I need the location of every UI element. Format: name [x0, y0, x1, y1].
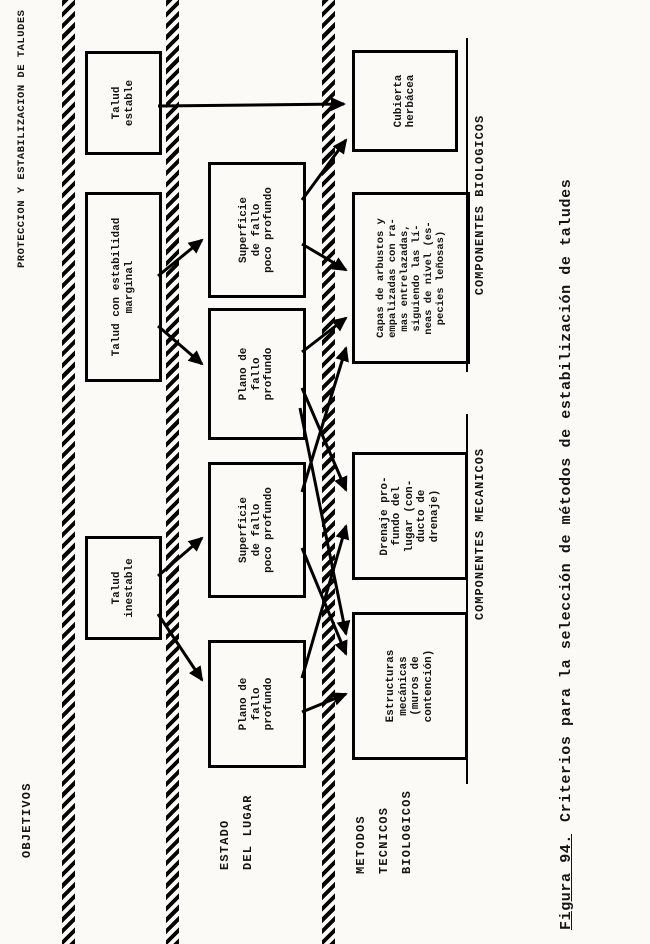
arrow-plano-1-to-drenaje	[300, 387, 348, 492]
arrow-plano-2-to-estructuras	[301, 692, 348, 714]
arrow-plano-1-to-capas	[301, 316, 348, 354]
arrow-superficie-2-to-capas	[300, 346, 349, 493]
arrow-plano-2-to-drenaje	[300, 524, 350, 679]
arrow-talud-estable-to-cubierta	[157, 97, 346, 112]
arrow-superficie-1-to-cubierta	[300, 138, 348, 201]
arrow-marginal-to-superficie-1	[157, 238, 204, 278]
caption-text: Criterios para la selección de métodos d…	[558, 178, 575, 822]
caption-number: Figura 94.	[558, 833, 575, 930]
arrow-inestable-to-superficie-2	[157, 536, 204, 578]
arrow-inestable-to-plano-2	[156, 613, 204, 682]
figure-caption: Figura 94. Criterios para la selección de…	[558, 179, 575, 930]
arrow-marginal-to-plano-1	[157, 324, 204, 366]
arrow-superficie-1-to-capas	[301, 242, 348, 272]
arrow-plano-1-to-estructuras	[298, 407, 351, 636]
